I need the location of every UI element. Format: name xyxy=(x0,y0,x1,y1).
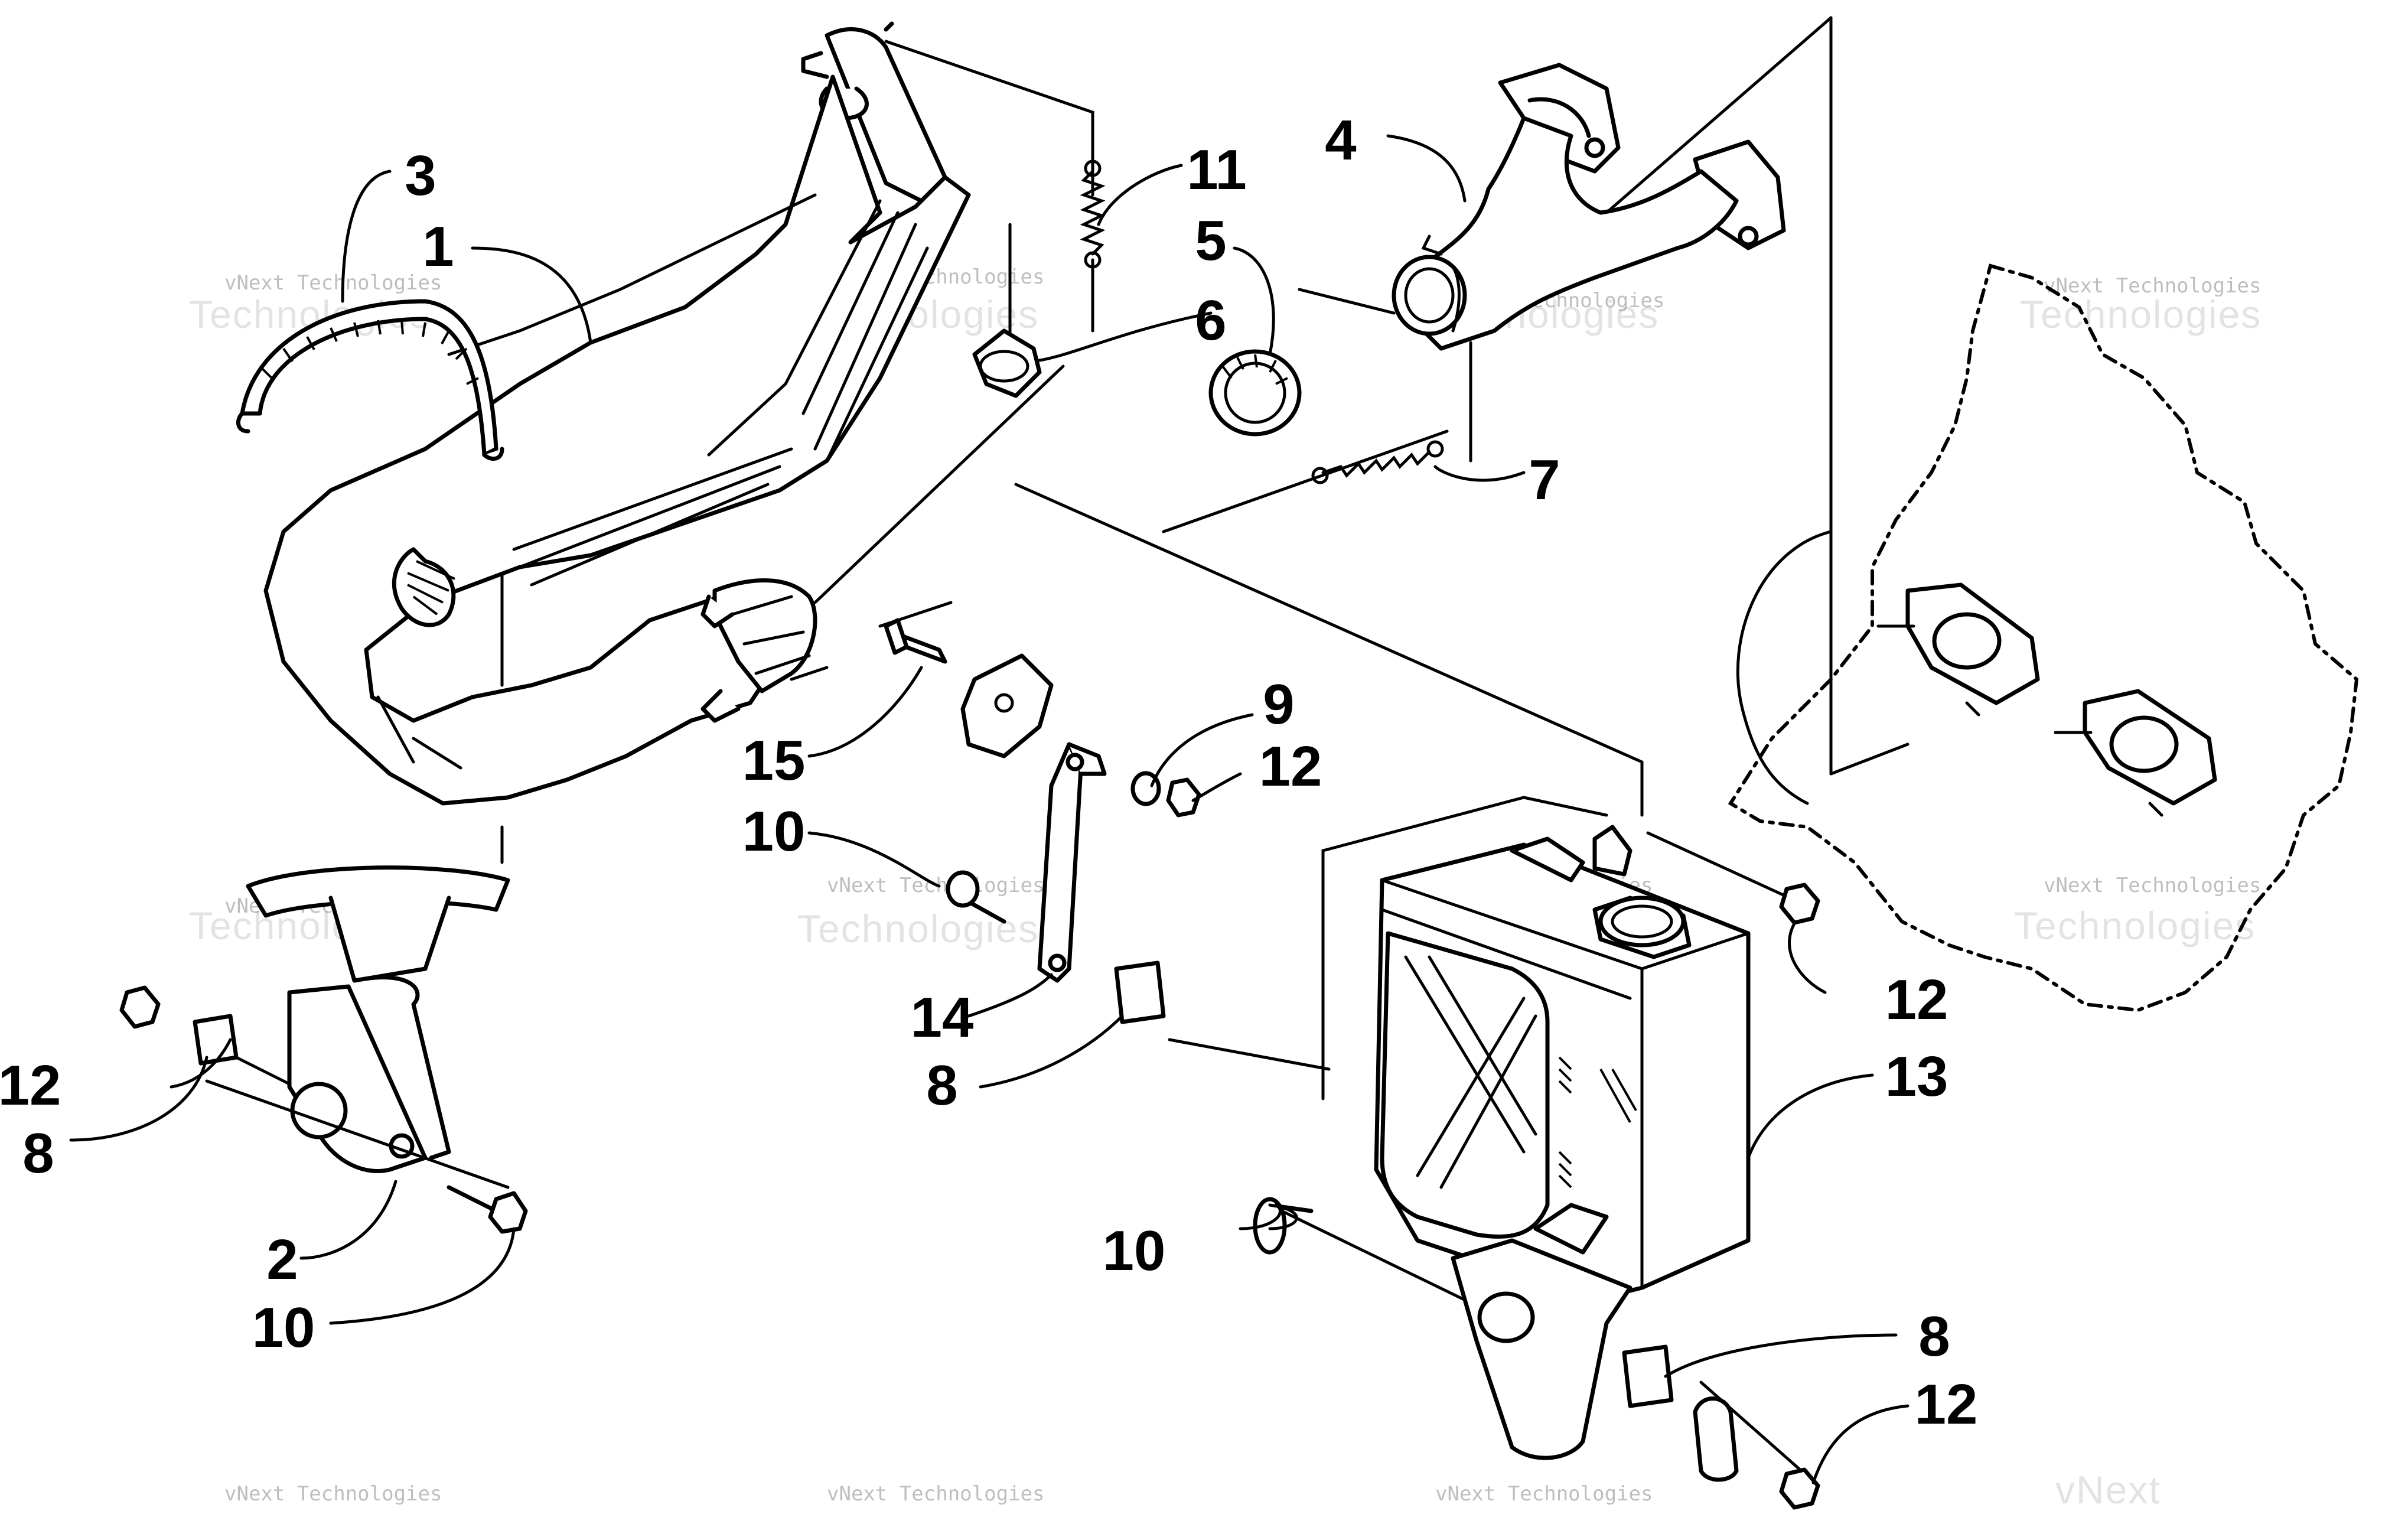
nut-center xyxy=(1166,777,1201,818)
callout-4: 4 xyxy=(1325,109,1356,172)
watermark-small: vNext Technologies xyxy=(224,1482,442,1506)
bolts xyxy=(447,870,1314,1255)
callout-13: 13 xyxy=(1885,1045,1948,1108)
expansion-chamber xyxy=(263,21,971,806)
callout-12-bottom: 12 xyxy=(1915,1373,1978,1436)
nut-right xyxy=(1779,883,1820,925)
spring-vertical xyxy=(1080,159,1106,269)
callout-7: 7 xyxy=(1529,448,1560,512)
callout-8-left: 8 xyxy=(22,1122,54,1185)
callout-6: 6 xyxy=(1195,289,1226,352)
bolt-with-bracket xyxy=(884,618,1054,758)
engine-outline xyxy=(1728,263,2359,1012)
watermark-small: vNext Technologies xyxy=(2044,874,2261,897)
support-strap xyxy=(1037,742,1107,983)
watermark-small: vNext Technologies xyxy=(1435,1482,1653,1506)
watermark-big: Technologies xyxy=(2020,292,2262,336)
watermark-9: vNext vNext Technologies vNext Technolog… xyxy=(224,1468,2161,1512)
y-manifold xyxy=(1392,63,1786,351)
watermark-4: Technologies vNext Technologies xyxy=(2020,274,2262,336)
callout-10-bottom: 10 xyxy=(1103,1219,1166,1282)
nuts xyxy=(119,777,1820,1510)
silencer-box xyxy=(1374,825,1751,1460)
lower-bracket xyxy=(205,865,510,1189)
watermark-big: Technologies xyxy=(797,907,1039,950)
callout-10-center: 10 xyxy=(742,800,806,863)
callout-3: 3 xyxy=(405,144,436,207)
bolt-left xyxy=(447,1185,528,1234)
callout-10-left: 10 xyxy=(252,1296,315,1359)
watermark-small: vNext Technologies xyxy=(2044,274,2261,298)
callout-9: 9 xyxy=(1263,673,1294,736)
nut-left xyxy=(119,985,161,1029)
heat-strap xyxy=(236,299,504,461)
callout-11: 11 xyxy=(1187,138,1246,201)
callout-leaders xyxy=(69,134,1910,1484)
spacer-bottom xyxy=(1622,1344,1674,1408)
watermark-6: Technologies vNext Technologies xyxy=(797,874,1044,950)
watermark-big: Technologies xyxy=(2014,904,2256,948)
spring-horizontal xyxy=(1311,440,1444,484)
callout-1: 1 xyxy=(422,215,454,278)
gasket-ring xyxy=(1208,349,1302,437)
callout-12-right: 12 xyxy=(1885,968,1948,1031)
watermark-big: vNext xyxy=(2055,1468,2161,1512)
nut-bottom xyxy=(1779,1467,1820,1510)
callout-12-center: 12 xyxy=(1259,735,1322,798)
grommet xyxy=(972,328,1042,398)
callout-15: 15 xyxy=(742,729,806,792)
watermark-8: Technologies vNext Technologies xyxy=(2014,874,2261,948)
watermark-small: vNext Technologies xyxy=(224,271,442,295)
callout-2: 2 xyxy=(266,1228,298,1291)
spacers xyxy=(193,961,1674,1408)
retainer-clip xyxy=(1693,1396,1739,1482)
engine-exhaust-port-upper xyxy=(1876,582,2040,717)
callout-12-left: 12 xyxy=(0,1054,61,1117)
watermark-small: vNext Technologies xyxy=(827,1482,1044,1506)
engine-exhaust-port-lower xyxy=(2054,689,2217,817)
spacer-center xyxy=(1114,961,1166,1024)
callout-8-bottom: 8 xyxy=(1918,1305,1950,1368)
callout-5: 5 xyxy=(1195,209,1226,272)
callout-labels: 3 1 11 4 5 6 7 9 12 15 10 14 8 12 8 2 10… xyxy=(0,109,1977,1436)
bolt-center xyxy=(946,870,1006,924)
callout-14: 14 xyxy=(911,986,974,1049)
callout-8-center: 8 xyxy=(926,1054,957,1117)
bolt-bottom xyxy=(1253,1197,1314,1255)
spacer-left xyxy=(193,1014,239,1066)
